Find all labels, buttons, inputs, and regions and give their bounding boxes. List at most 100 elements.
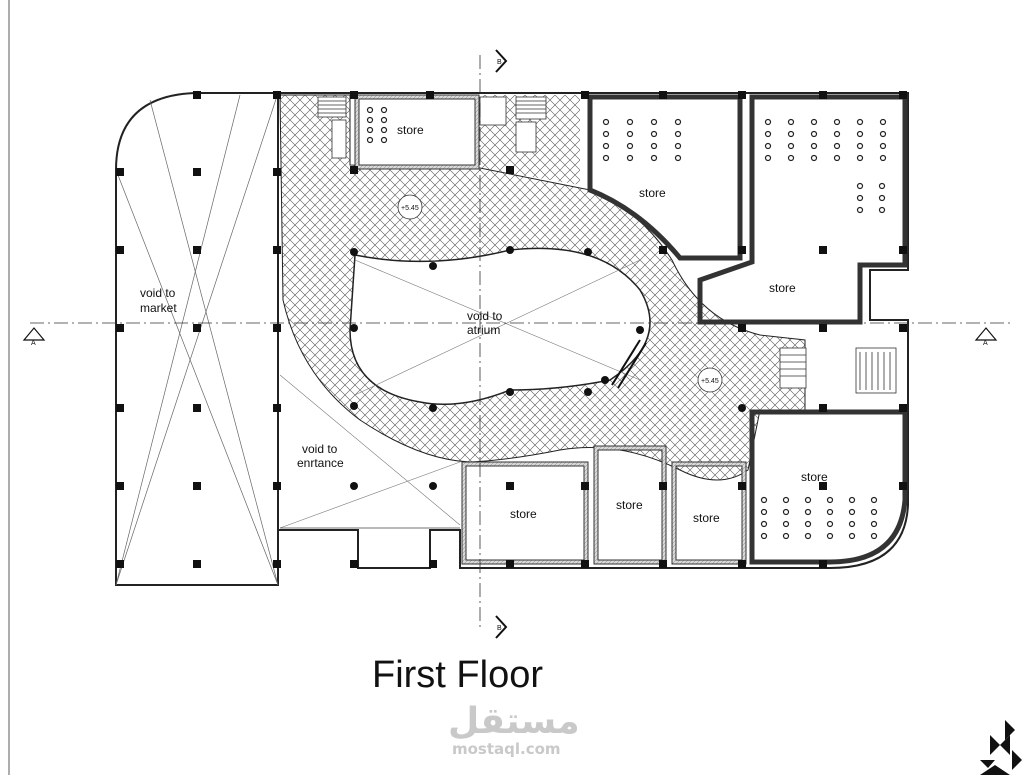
- column: [193, 404, 201, 412]
- display-stand: [878, 206, 886, 214]
- column: [819, 91, 827, 99]
- display-stand: [810, 154, 818, 162]
- column: [819, 246, 827, 254]
- display-stand: [650, 118, 658, 126]
- drawing-title: First Floor: [372, 654, 543, 696]
- display-stand: [826, 508, 834, 516]
- display-stand: [602, 142, 610, 150]
- column: [193, 91, 201, 99]
- display-stand: [810, 118, 818, 126]
- round-column: [584, 388, 592, 396]
- column: [193, 324, 201, 332]
- column: [273, 482, 281, 490]
- structural-columns: [116, 91, 907, 568]
- section-marker-b-bottom: B: [495, 615, 508, 639]
- store-wall-fill: [355, 95, 746, 564]
- display-stand: [848, 508, 856, 516]
- round-column: [350, 248, 358, 256]
- column: [193, 482, 201, 490]
- column: [273, 91, 281, 99]
- display-stand: [804, 520, 812, 528]
- svg-text:+5.45: +5.45: [701, 378, 719, 385]
- display-stand: [626, 130, 634, 138]
- column: [819, 482, 827, 490]
- round-column: [506, 388, 514, 396]
- column: [273, 324, 281, 332]
- round-column: [738, 404, 746, 412]
- building-outline: [277, 92, 909, 569]
- display-stand: [856, 206, 864, 214]
- column: [659, 482, 667, 490]
- store-label: store: [397, 123, 424, 137]
- display-stand: [380, 126, 388, 134]
- column: [738, 324, 746, 332]
- display-stand: [380, 136, 388, 144]
- display-stand: [878, 194, 886, 202]
- round-column: [584, 248, 592, 256]
- column: [899, 404, 907, 412]
- display-stand: [804, 508, 812, 516]
- column: [273, 560, 281, 568]
- display-stand: [856, 194, 864, 202]
- column: [659, 560, 667, 568]
- void-to-entrance-area: [279, 374, 461, 529]
- store-label: store: [769, 281, 796, 295]
- store-label: store: [693, 511, 720, 525]
- svg-text:+5.45: +5.45: [401, 205, 419, 212]
- display-stand: [810, 130, 818, 138]
- round-column: [429, 482, 437, 490]
- column: [819, 560, 827, 568]
- display-stand: [602, 118, 610, 126]
- column: [350, 560, 358, 568]
- stair-top-left: [317, 96, 347, 159]
- display-stand: [366, 136, 374, 144]
- store-label: store: [801, 470, 828, 484]
- display-stand: [848, 520, 856, 528]
- column: [581, 560, 589, 568]
- display-stand: [826, 520, 834, 528]
- void-entrance-label-2: enrtance: [297, 456, 344, 470]
- display-stand: [856, 142, 864, 150]
- section-marker-a-left: A: [22, 327, 46, 347]
- display-stand: [764, 142, 772, 150]
- column: [273, 404, 281, 412]
- display-stand: [650, 154, 658, 162]
- void-to-market-area: [115, 92, 279, 586]
- column: [581, 91, 589, 99]
- display-stand: [626, 118, 634, 126]
- column: [899, 324, 907, 332]
- display-stand: [782, 496, 790, 504]
- display-stand: [826, 532, 834, 540]
- watermark-logo: مستقل mostaql.com: [448, 701, 580, 758]
- svg-text:B: B: [497, 59, 502, 66]
- column: [273, 246, 281, 254]
- display-stand: [870, 508, 878, 516]
- column: [193, 168, 201, 176]
- column: [738, 91, 746, 99]
- display-stand: [380, 116, 388, 124]
- display-stand: [879, 142, 887, 150]
- column: [116, 324, 124, 332]
- column: [819, 404, 827, 412]
- round-column: [429, 404, 437, 412]
- svg-text:A: A: [31, 340, 36, 347]
- column: [581, 482, 589, 490]
- store-furniture: [366, 106, 887, 540]
- column: [659, 91, 667, 99]
- round-column: [350, 482, 358, 490]
- display-stand: [674, 154, 682, 162]
- column: [659, 246, 667, 254]
- round-column: [350, 324, 358, 332]
- round-column: [636, 326, 644, 334]
- svg-text:A: A: [983, 340, 988, 347]
- display-stand: [787, 130, 795, 138]
- display-stand: [804, 532, 812, 540]
- void-market-label-1: void to: [140, 286, 176, 300]
- display-stand: [674, 142, 682, 150]
- display-stand: [833, 130, 841, 138]
- display-stand: [760, 532, 768, 540]
- display-stand: [833, 118, 841, 126]
- display-stand: [810, 142, 818, 150]
- display-stand: [856, 154, 864, 162]
